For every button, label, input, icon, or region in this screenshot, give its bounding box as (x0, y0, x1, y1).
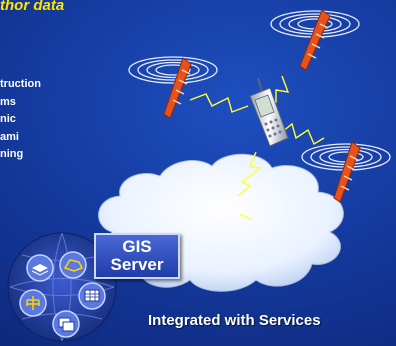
signal-rings-icon (128, 56, 218, 84)
antenna-icon (299, 9, 331, 71)
gis-server-label-line1: GIS (122, 237, 152, 256)
antenna-icon (333, 141, 361, 203)
antenna-icon (163, 57, 192, 119)
bullet-item: truction (0, 78, 41, 90)
bullet-item: ami (0, 130, 19, 143)
network-icon (59, 251, 87, 279)
slide-title: thor data (0, 0, 65, 14)
grid-icon (78, 282, 106, 310)
gis-server-label-line2: Server (110, 255, 164, 274)
gis-server-box: GIS Server (94, 233, 180, 279)
bullet-item: ms (0, 95, 16, 108)
footer-caption: Integrated with Services (148, 312, 321, 329)
window-icon (52, 310, 80, 338)
cell-phone-icon (249, 77, 289, 147)
map-layers-icon (26, 254, 54, 282)
bullet-list: truction ms nic ami ning (0, 76, 41, 164)
bullet-item: ning (0, 148, 24, 160)
hierarchy-icon (19, 289, 47, 317)
bullet-item: nic (0, 113, 16, 125)
